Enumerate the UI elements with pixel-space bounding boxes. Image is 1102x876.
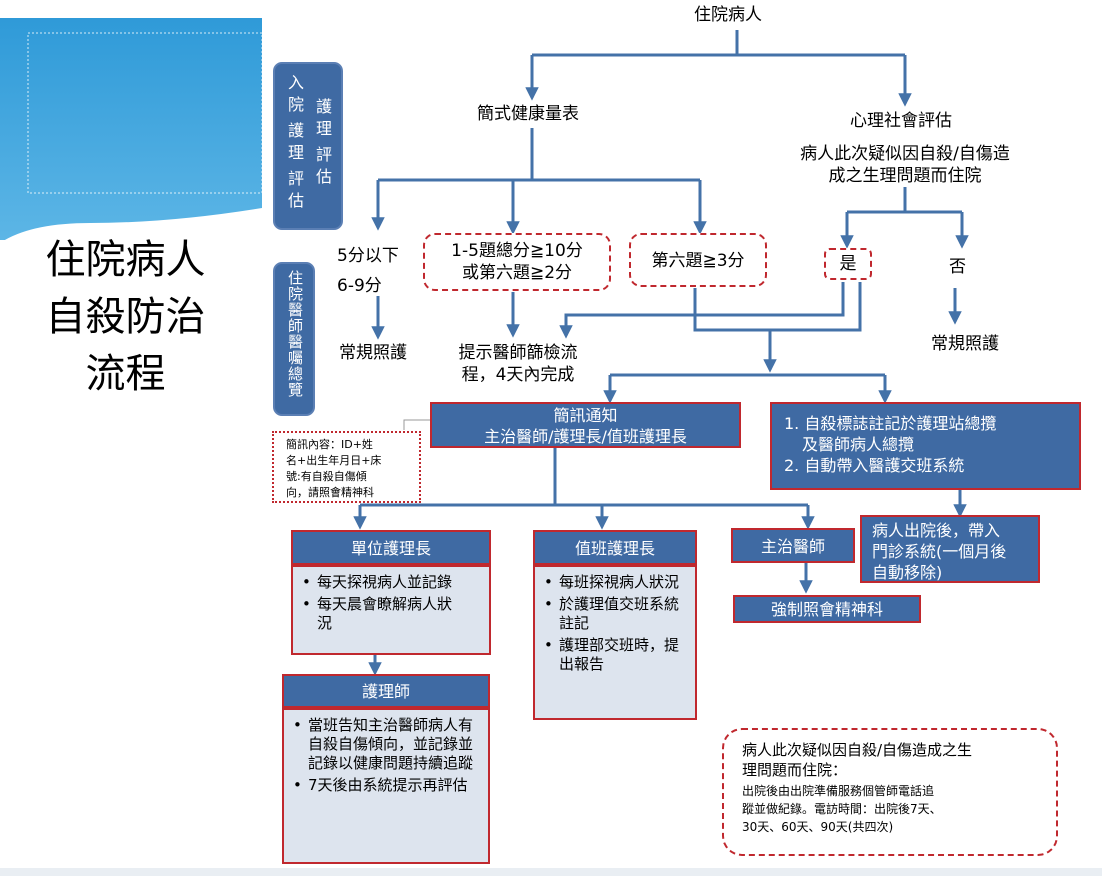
head-nurse-header: 單位護理長 (291, 530, 491, 565)
text-line: 強制照會精神科 (770, 600, 883, 619)
list-item: 7天後由系統提示再評估 (290, 776, 474, 795)
header-decoration (0, 18, 262, 240)
side-label-text: 住院醫師醫囑總覽 (286, 270, 304, 398)
node-psychosocial: 心理社會評估 (850, 111, 952, 131)
side-label-text: 評估 (285, 170, 304, 214)
text-line: 單位護理長 (350, 539, 431, 558)
side-label-nursing-assessment: 入院 護理 評估 護理 評估 (273, 62, 343, 230)
node-routine-care-right: 常規照護 (931, 334, 999, 354)
slide-title-line: 自殺防治 (45, 294, 206, 340)
text-line: 30天、60天、90天(共四次) (742, 820, 894, 834)
slide-title-line: 住院病人 (45, 237, 206, 283)
text-line: 號:有自殺自傷傾 (286, 470, 367, 483)
node-yes: 是 (824, 248, 872, 280)
text-line: 6-9分 (337, 276, 382, 296)
text-line: 程，4天內完成 (461, 365, 575, 385)
node-no: 否 (949, 257, 966, 277)
slide-bottom-border (0, 868, 1102, 876)
sms-note-pointer (403, 419, 430, 430)
text-line: 簡訊通知 (553, 406, 618, 425)
list-item: 當班告知主治醫師病人有自殺自傷傾向，並記錄並記錄以健康問題持續追蹤 (290, 716, 474, 773)
node-notify: 簡訊通知 主治醫師/護理長/值班護理長 (430, 402, 741, 448)
text-line: 2. 自動帶入醫護交班系統 (784, 456, 965, 475)
text-line: 主治醫師 (760, 537, 825, 556)
head-nurse-body: 每天探視病人並記錄 每天晨會瞭解病人狀況 (291, 565, 491, 655)
duty-head-body: 每班探視病人狀況 於護理值交班系統註記 護理部交班時，提出報告 (533, 565, 697, 720)
duty-head-header: 值班護理長 (533, 530, 697, 565)
text-line: 護理師 (361, 682, 410, 701)
text-line: 病人此次疑似因自殺/自傷造 (800, 144, 1010, 164)
nurse-header: 護理師 (282, 674, 490, 708)
node-suspect-question: 病人此次疑似因自殺/自傷造 成之生理問題而住院 (760, 143, 1050, 187)
text-line: 理問題而住院： (742, 761, 848, 779)
arrow (693, 288, 770, 332)
list-item: 每天探視病人並記錄 (299, 573, 459, 592)
node-score-low: 5分以下 6-9分 (337, 241, 399, 301)
text-line: 值班護理長 (574, 539, 655, 558)
header-wave-graphic (0, 18, 262, 240)
followup-note: 病人此次疑似因自殺/自傷造成之生 理問題而住院： 出院後由出院準備服務個管師電話… (722, 728, 1058, 856)
node-marking: 1. 自殺標誌註記於護理站總攬 及醫師病人總攬 2. 自動帶入醫護交班系統 (770, 402, 1081, 490)
text-line: 蹤並做紀錄。電訪時間：出院後7天、 (742, 802, 942, 816)
text-line: 出院後由出院準備服務個管師電話追 (742, 784, 935, 798)
side-label-text: 入院 (285, 74, 304, 118)
text-line: 自動移除) (872, 563, 943, 582)
text-line: 1. 自殺標誌註記於護理站總攬 (784, 414, 997, 433)
text-line: 門診系統(一個月後 (872, 542, 1007, 561)
psych-consult-box: 強制照會精神科 (733, 595, 921, 623)
side-label-physician-orders: 住院醫師醫囑總覽 (273, 262, 315, 416)
list-item: 於護理值交班系統註記 (541, 595, 683, 633)
text-line: 主治醫師/護理長/值班護理長 (484, 427, 687, 446)
text-line: 病人出院後，帶入 (872, 521, 1001, 540)
text-line: 成之生理問題而住院 (828, 166, 982, 186)
text-line: 向，請照會精神科 (286, 486, 374, 499)
arrow (770, 282, 862, 332)
side-label-text: 評估 (313, 146, 332, 190)
text-line: 及醫師病人總攬 (802, 435, 915, 454)
attending-box: 主治醫師 (731, 528, 855, 563)
text-line: 提示醫師篩檢流 (458, 343, 578, 363)
text-line: 5分以下 (337, 246, 399, 266)
text-line: 第六題≧3分 (651, 251, 745, 271)
text-line: 名+出生年月日+床 (286, 454, 382, 467)
node-inpatient: 住院病人 (694, 5, 762, 25)
text-line: 是 (839, 254, 857, 274)
sms-content-note: 簡訊內容：ID+姓 名+出生年月日+床 號:有自殺自傷傾 向，請照會精神科 (272, 431, 421, 503)
side-label-text: 護理 (313, 98, 332, 142)
side-label-text: 護理 (285, 122, 304, 166)
text-line: 病人此次疑似因自殺/自傷造成之生 (742, 741, 973, 759)
node-health-scale: 簡式健康量表 (477, 104, 579, 124)
text-line: 1-5題總分≧10分 (451, 241, 583, 261)
list-item: 護理部交班時，提出報告 (541, 636, 683, 674)
nurse-body: 當班告知主治醫師病人有自殺自傷傾向，並記錄並記錄以健康問題持續追蹤 7天後由系統… (282, 708, 490, 864)
text-line: 或第六題≧2分 (461, 263, 573, 283)
node-discharge: 病人出院後，帶入 門診系統(一個月後 自動移除) (860, 515, 1040, 583)
list-item: 每班探視病人狀況 (541, 573, 683, 592)
node-score-high: 1-5題總分≧10分 或第六題≧2分 (423, 233, 611, 291)
slide-title: 住院病人 自殺防治 流程 (18, 232, 233, 403)
text-line: 簡訊內容：ID+姓 (286, 438, 373, 451)
arrow (559, 282, 845, 339)
list-item: 每天晨會瞭解病人狀況 (299, 595, 459, 633)
node-q6: 第六題≧3分 (629, 233, 767, 287)
slide-title-line: 流程 (85, 351, 166, 397)
node-routine-care-left: 常規照護 (339, 343, 407, 363)
node-prompt-screening: 提示醫師篩檢流 程，4天內完成 (432, 342, 604, 386)
